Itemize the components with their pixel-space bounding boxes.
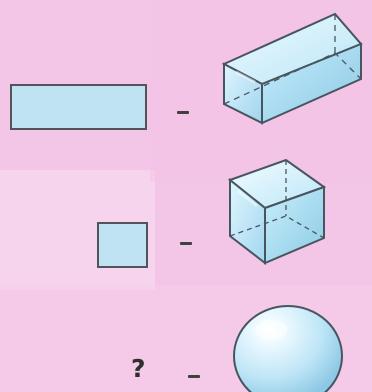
dash-row-2 bbox=[180, 242, 192, 245]
cube-solid bbox=[228, 156, 329, 266]
dash-row-1 bbox=[177, 111, 189, 114]
sphere-solid bbox=[232, 304, 344, 392]
square-shape bbox=[97, 222, 148, 268]
rectangle-shape bbox=[10, 84, 147, 130]
sphere-body bbox=[234, 306, 342, 392]
dash-row-3 bbox=[188, 375, 200, 378]
unknown-shape-question-mark: ? bbox=[131, 356, 146, 381]
sphere-highlight bbox=[255, 320, 287, 340]
cuboid-solid bbox=[218, 8, 366, 128]
